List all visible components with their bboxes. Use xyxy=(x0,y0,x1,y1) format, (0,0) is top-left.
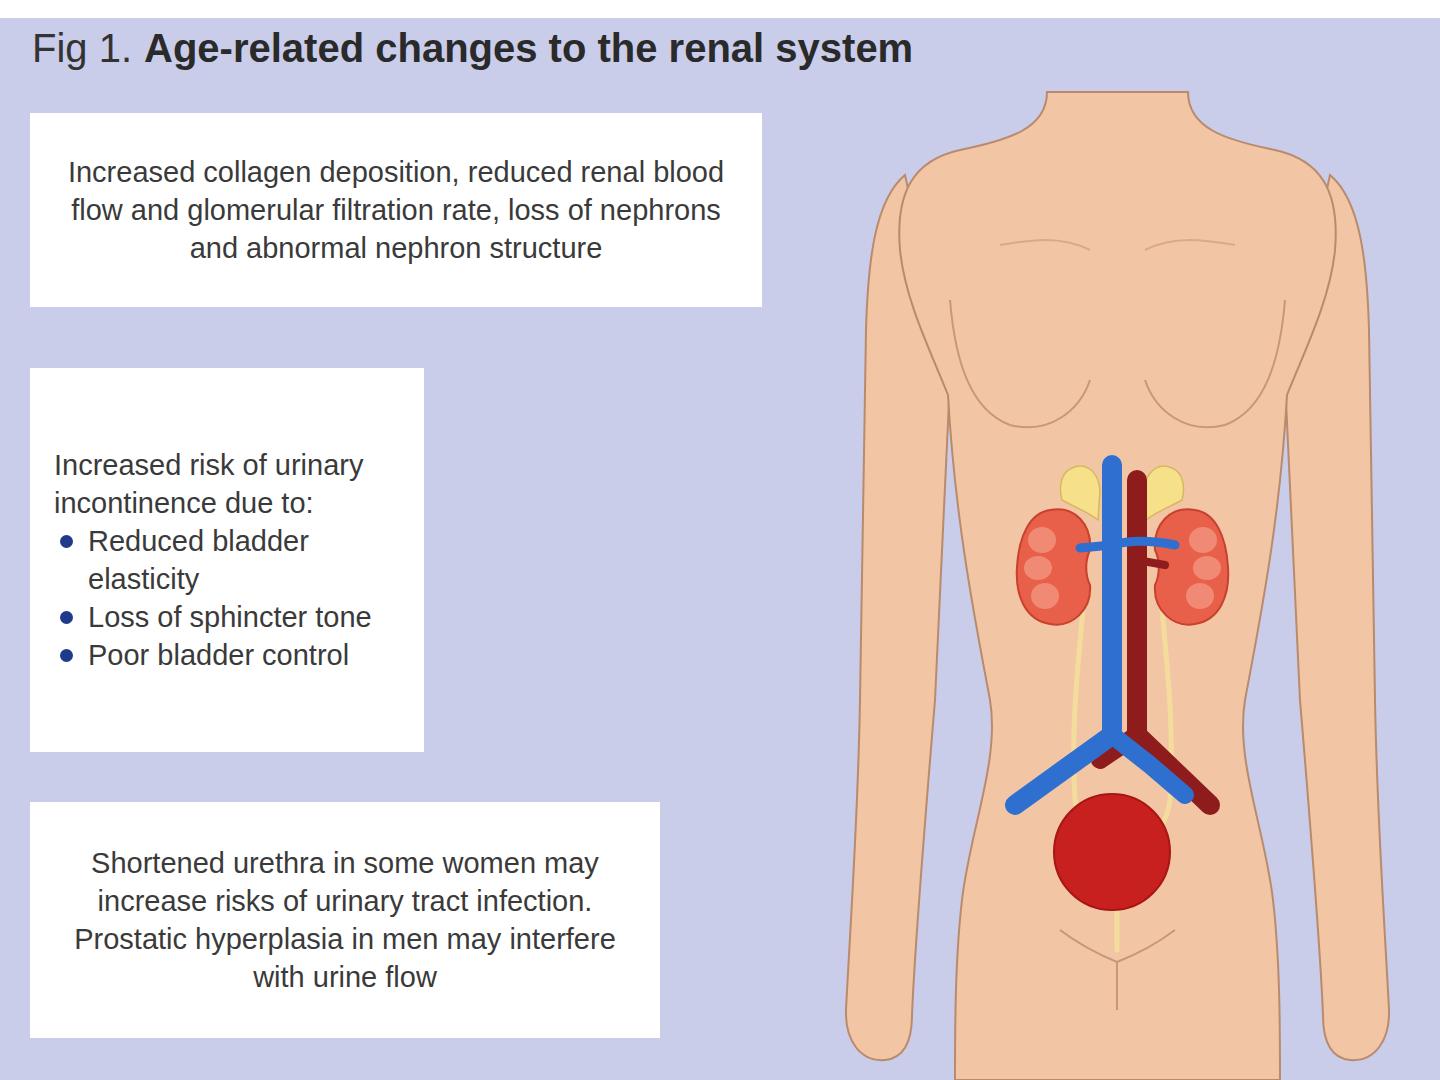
bullet-item: Loss of sphincter tone xyxy=(54,598,400,636)
figure-number: Fig 1. xyxy=(32,26,132,70)
box-text: Shortened urethra in some women may incr… xyxy=(66,844,624,996)
box-text: Increased collagen deposition, reduced r… xyxy=(66,153,726,267)
text-box: Increased risk of urinary incontinence d… xyxy=(30,368,424,752)
bullet-item: Poor bladder control xyxy=(54,636,400,674)
box-text: Increased risk of urinary incontinence d… xyxy=(54,446,400,522)
figure-heading: Fig 1. Age-related changes to the renal s… xyxy=(32,26,913,71)
bullet-item: Reduced bladder elasticity xyxy=(54,522,400,598)
figure-title: Age-related changes to the renal system xyxy=(144,26,913,70)
text-box: Shortened urethra in some women may incr… xyxy=(30,802,660,1038)
text-box: Increased collagen deposition, reduced r… xyxy=(30,113,762,307)
